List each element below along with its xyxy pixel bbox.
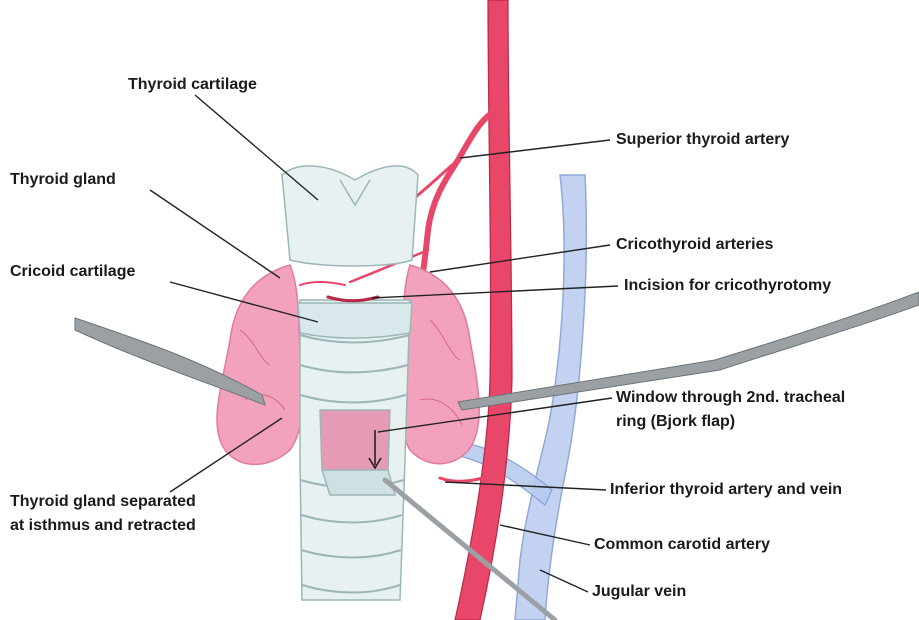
label-cricoid-cartilage: Cricoid cartilage: [10, 262, 135, 282]
common-carotid-artery: [455, 0, 512, 620]
thyroid-lobe-left: [217, 265, 303, 464]
label-thyroid-cartilage: Thyroid cartilage: [128, 75, 257, 95]
bjork-flap: [322, 470, 395, 495]
label-separated-line2: at isthmus and retracted: [10, 516, 196, 536]
label-window-line2: ring (Bjork flap): [616, 412, 735, 432]
label-inferior-thyroid: Inferior thyroid artery and vein: [610, 480, 842, 500]
label-incision: Incision for cricothyrotomy: [624, 276, 831, 296]
label-common-carotid: Common carotid artery: [594, 535, 770, 555]
leader-superior-artery: [460, 140, 610, 158]
label-window-line1: Window through 2nd. tracheal: [616, 388, 845, 408]
leader-thyroid-cartilage: [195, 95, 318, 200]
cricothyroid-artery-left: [300, 282, 345, 285]
label-separated-line1: Thyroid gland separated: [10, 492, 196, 512]
thyroid-cartilage: [282, 166, 418, 266]
cricothyrotomy-incision: [328, 297, 378, 301]
leader-thyroid-gland: [150, 190, 280, 278]
label-thyroid-gland: Thyroid gland: [10, 170, 116, 190]
label-superior-thyroid-artery: Superior thyroid artery: [616, 130, 789, 150]
label-jugular-vein: Jugular vein: [592, 582, 686, 602]
label-cricothyroid-arteries: Cricothyroid arteries: [616, 235, 773, 255]
